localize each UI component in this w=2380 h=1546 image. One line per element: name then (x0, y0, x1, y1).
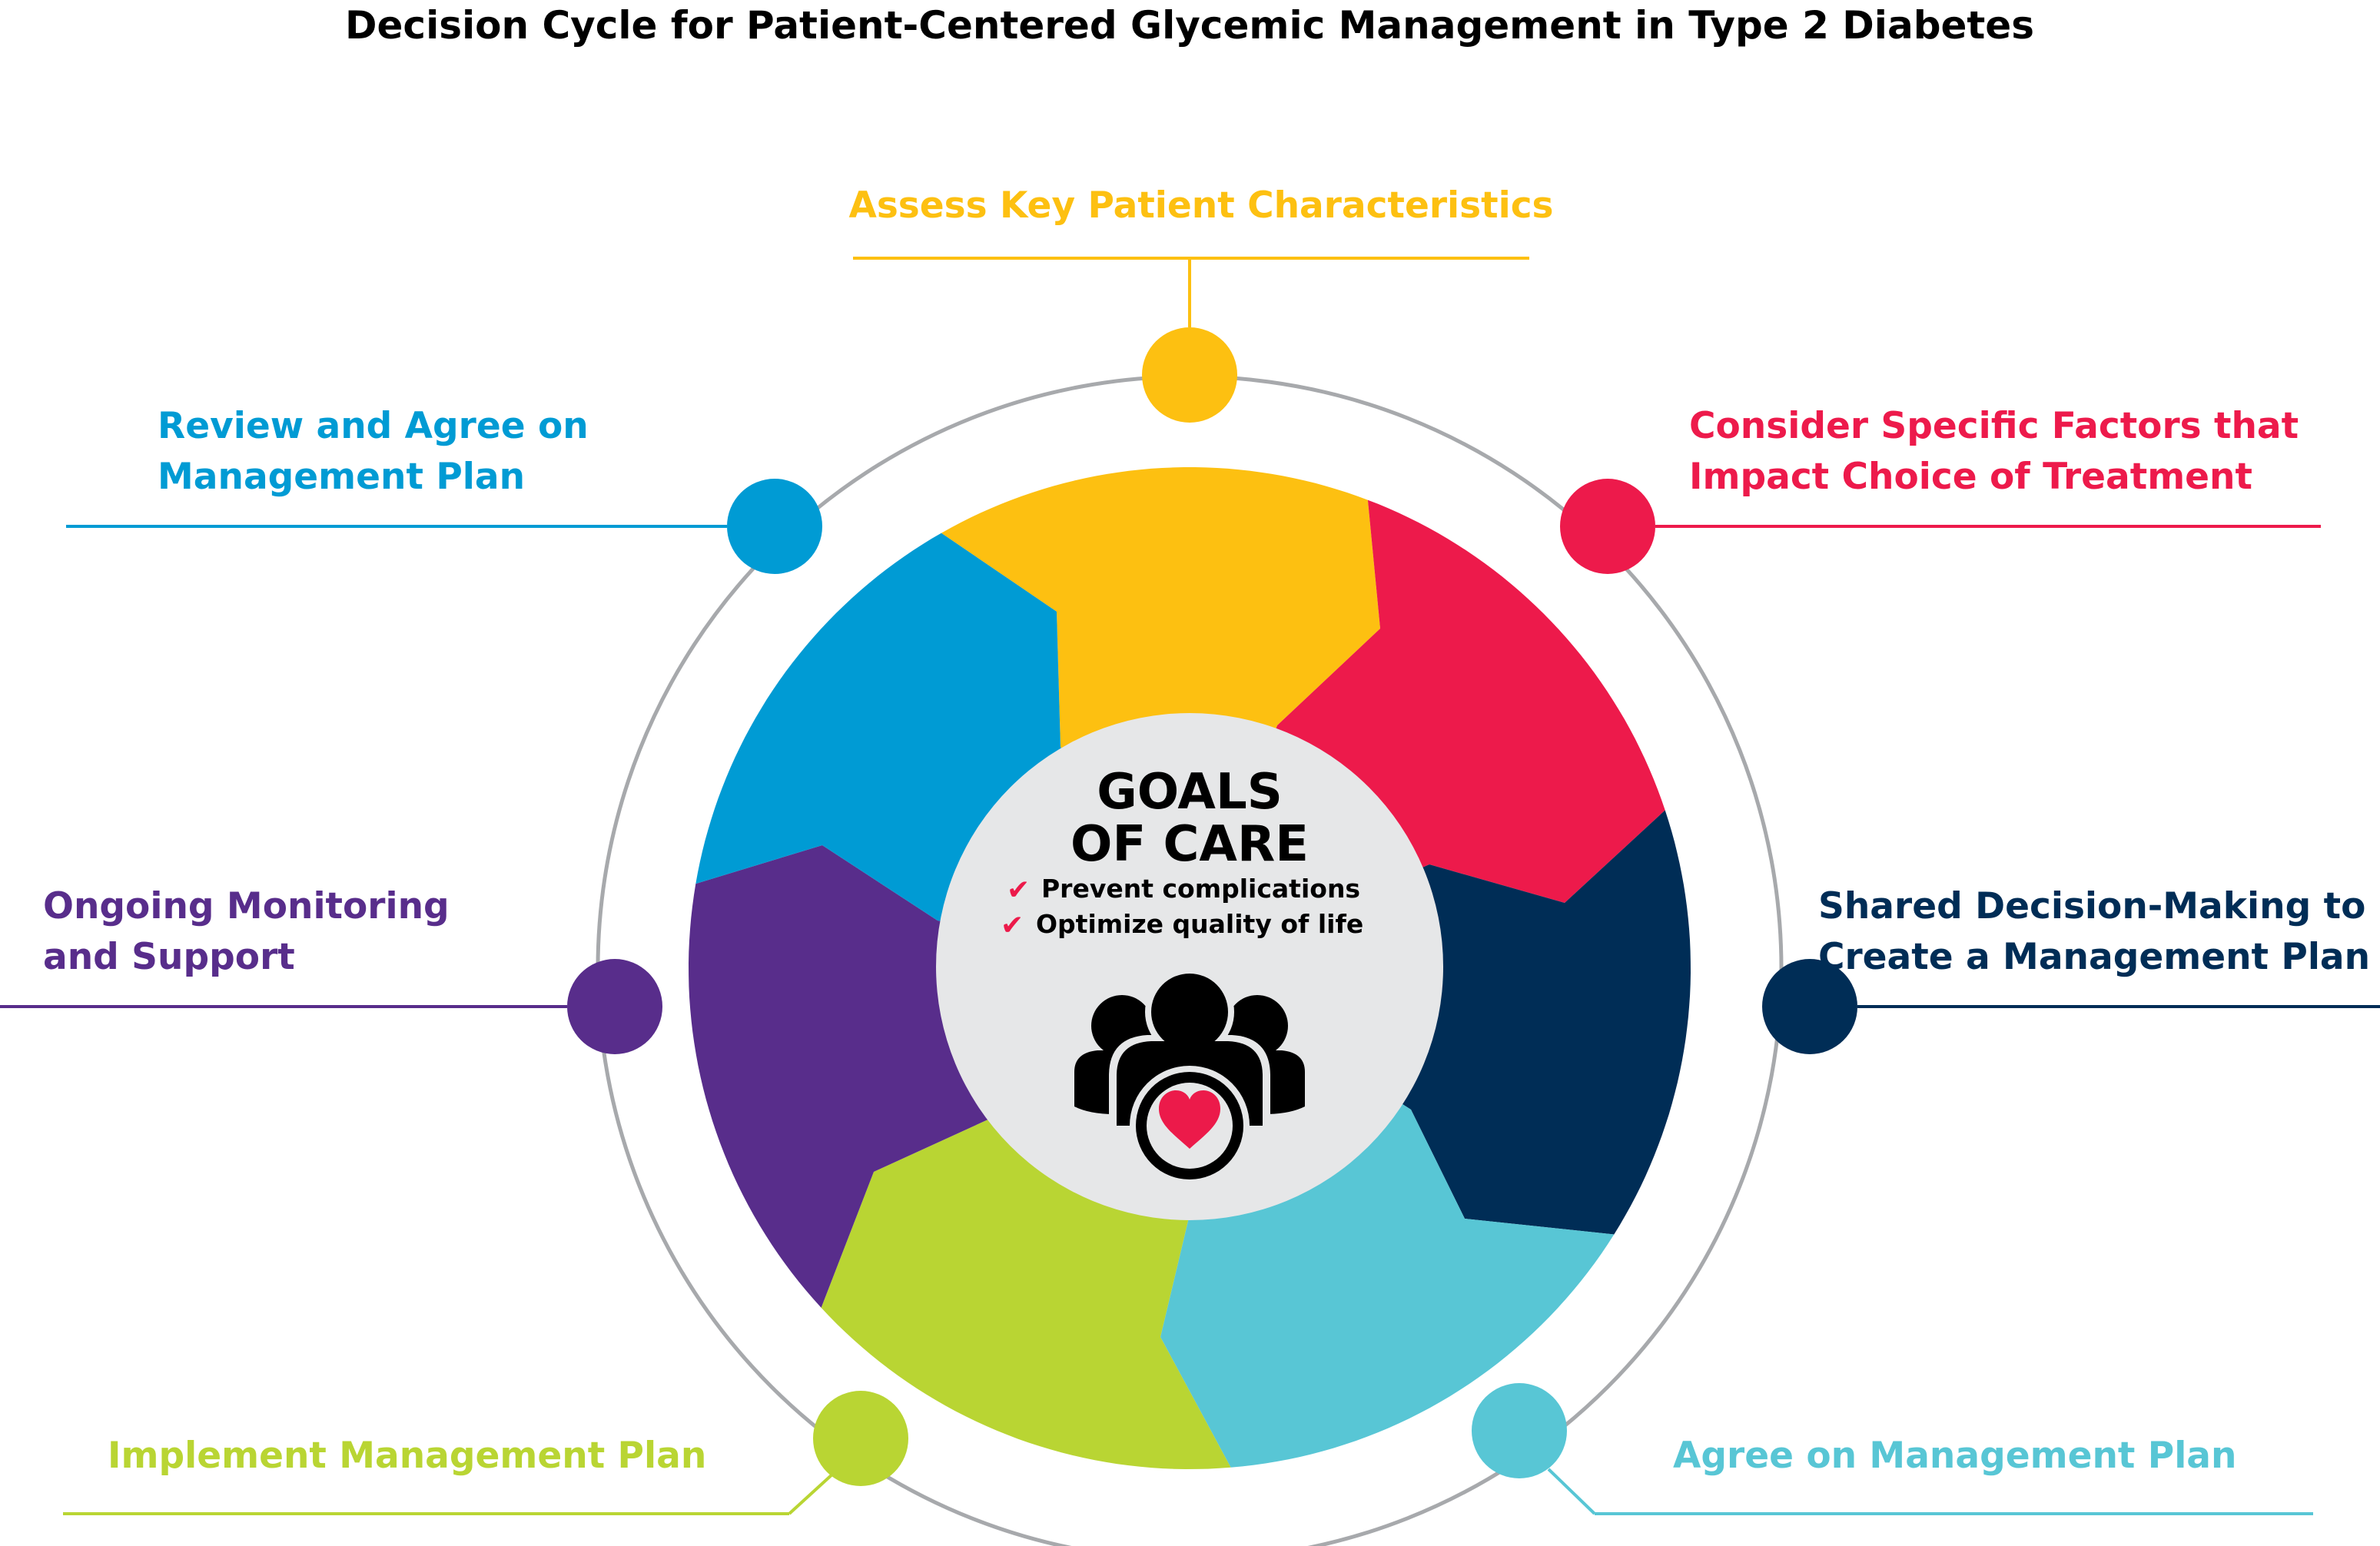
step-label-line: and Support (43, 936, 295, 978)
step-label-line: Consider Specific Factors that (1689, 405, 2299, 447)
node-agree[interactable] (1472, 1383, 1567, 1478)
node-shared[interactable] (1762, 959, 1857, 1054)
goal-item: ✔ Optimize quality of life (1001, 909, 1363, 941)
goal-text: Prevent complications (1041, 874, 1360, 904)
cycle-nodes (0, 257, 2380, 1515)
connector-line-agree (1547, 1468, 1596, 1515)
goal-item: ✔ Prevent complications (1007, 874, 1360, 906)
step-label-review: Review and Agree on Management Plan (158, 405, 589, 498)
check-icon: ✔ (1007, 874, 1030, 906)
patient-group-heart-icon (1074, 967, 1305, 1186)
connector-line-implement (788, 1471, 835, 1515)
node-review[interactable] (727, 479, 822, 574)
goals-heading-line2: OF CARE (1071, 816, 1309, 873)
step-label-line: Implement Management Plan (108, 1435, 706, 1477)
step-label-line: Agree on Management Plan (1673, 1435, 2236, 1477)
step-label-shared: Shared Decision-Making to Create a Manage… (1818, 885, 2370, 978)
step-label-line: Impact Choice of Treatment (1689, 456, 2252, 498)
step-label-line: Shared Decision-Making to (1818, 885, 2365, 927)
step-label-implement: Implement Management Plan (108, 1435, 706, 1477)
node-assess[interactable] (1142, 327, 1237, 423)
step-label-monitor: Ongoing Monitoring and Support (43, 885, 450, 978)
step-label-line: Create a Management Plan (1818, 936, 2370, 978)
step-labels: Assess Key Patient CharacteristicsConsid… (43, 184, 2370, 1477)
node-implement[interactable] (813, 1391, 908, 1486)
node-monitor[interactable] (567, 959, 662, 1054)
goal-text: Optimize quality of life (1036, 909, 1363, 939)
step-label-assess: Assess Key Patient Characteristics (848, 184, 1553, 227)
goals-of-care-circle (936, 713, 1443, 1220)
step-label-agree: Agree on Management Plan (1673, 1435, 2236, 1477)
step-label-line: Review and Agree on (158, 405, 589, 447)
heart-icon (1159, 1090, 1220, 1149)
goals-heading-line1: GOALS (1097, 764, 1283, 821)
node-consider[interactable] (1560, 479, 1655, 574)
check-icon: ✔ (1001, 910, 1024, 941)
page-title: Decision Cycle for Patient-Centered Glyc… (345, 3, 2034, 48)
step-label-line: Management Plan (158, 456, 525, 498)
step-label-line: Assess Key Patient Characteristics (848, 184, 1553, 227)
step-label-line: Ongoing Monitoring (43, 885, 450, 927)
